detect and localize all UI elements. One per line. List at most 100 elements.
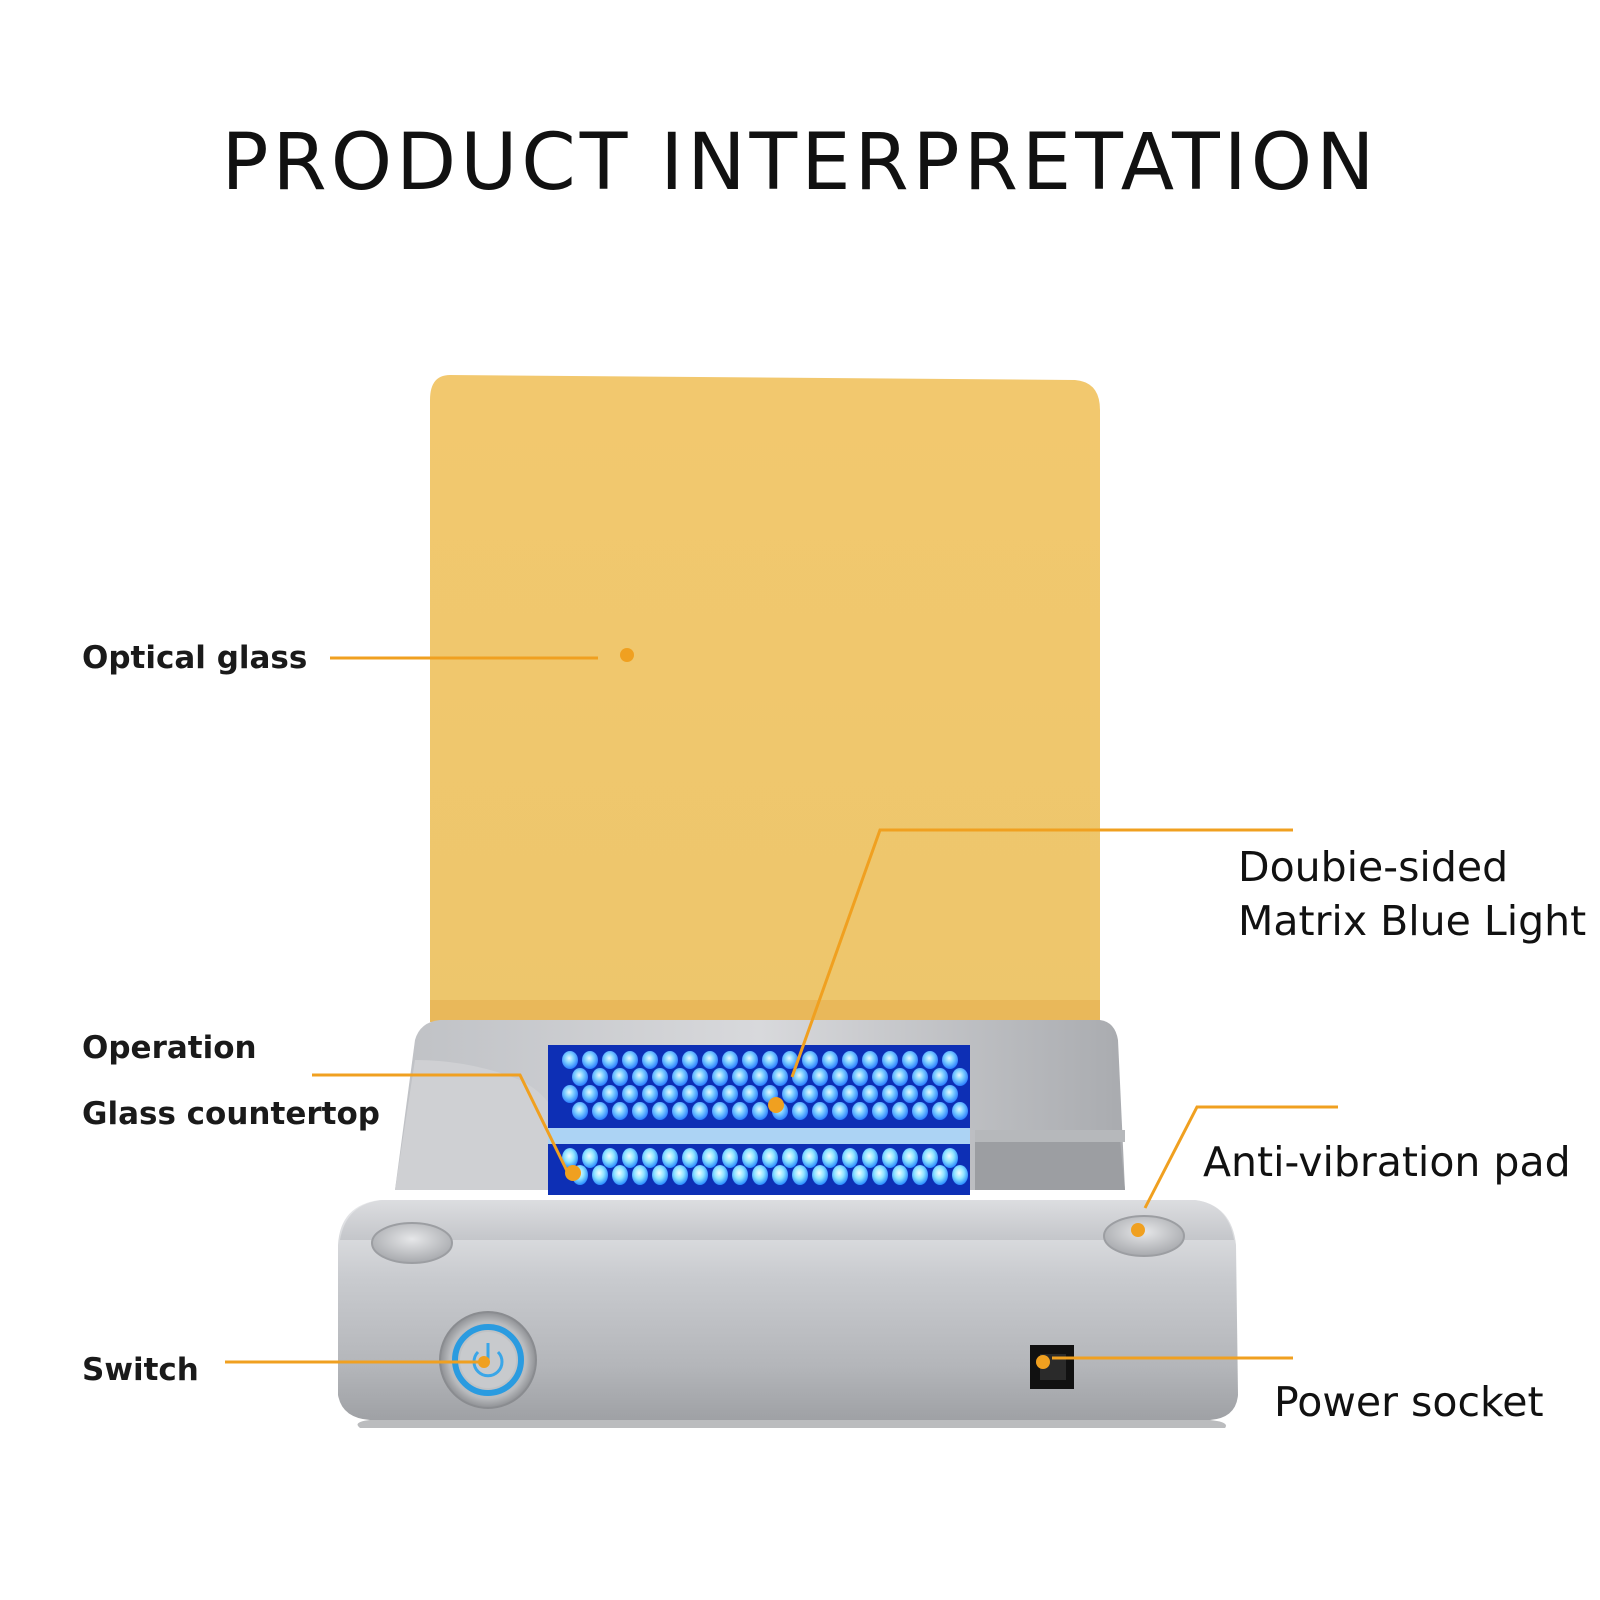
page-title: PRODUCT INTERPRETATION bbox=[221, 118, 1379, 208]
callout-dot-power-socket bbox=[1036, 1355, 1050, 1369]
led-bulb bbox=[722, 1085, 738, 1103]
led-bulb bbox=[662, 1085, 678, 1103]
led-bulb bbox=[882, 1051, 898, 1069]
led-bulb bbox=[562, 1085, 578, 1103]
label-glass-countertop: Glass countertop bbox=[82, 1096, 380, 1132]
label-anti-vibration-pad: Anti-vibration pad bbox=[1203, 1138, 1571, 1186]
led-bulb bbox=[832, 1102, 848, 1120]
led-bulb bbox=[652, 1068, 668, 1086]
right-tray-lip bbox=[975, 1130, 1125, 1142]
led-bulb bbox=[832, 1068, 848, 1086]
led-bulb bbox=[862, 1148, 878, 1168]
anti-vibration-pad-right bbox=[1103, 1215, 1185, 1257]
led-bulb bbox=[912, 1102, 928, 1120]
led-bulb bbox=[932, 1102, 948, 1120]
led-bulb bbox=[742, 1051, 758, 1069]
led-bulb bbox=[672, 1102, 688, 1120]
callout-dots bbox=[478, 648, 1145, 1369]
right-inner-wall bbox=[975, 1140, 1125, 1190]
led-bulb bbox=[782, 1051, 798, 1069]
led-bulb bbox=[952, 1068, 968, 1086]
led-bulb bbox=[562, 1148, 578, 1168]
led-bulb bbox=[702, 1085, 718, 1103]
led-bulb bbox=[602, 1051, 618, 1069]
led-bulb bbox=[732, 1068, 748, 1086]
led-bulb bbox=[672, 1165, 688, 1185]
left-inner-wall bbox=[395, 1060, 560, 1190]
led-bulb bbox=[612, 1165, 628, 1185]
led-bulb bbox=[772, 1165, 788, 1185]
led-bulb bbox=[762, 1051, 778, 1069]
led-bulb bbox=[942, 1051, 958, 1069]
led-bulb bbox=[802, 1085, 818, 1103]
led-bulb bbox=[742, 1148, 758, 1168]
led-bulb bbox=[882, 1148, 898, 1168]
base-top-surface bbox=[340, 1200, 1234, 1240]
led-bulb bbox=[582, 1051, 598, 1069]
led-bulb bbox=[592, 1068, 608, 1086]
led-bulb bbox=[862, 1085, 878, 1103]
led-bulb bbox=[562, 1051, 578, 1069]
led-bulb bbox=[722, 1148, 738, 1168]
led-bulb bbox=[582, 1148, 598, 1168]
led-bulb bbox=[852, 1165, 868, 1185]
led-bulb bbox=[812, 1068, 828, 1086]
led-bulb bbox=[632, 1102, 648, 1120]
callout-dot-glass-countertop bbox=[565, 1165, 581, 1181]
led-bulb bbox=[602, 1148, 618, 1168]
led-bulb bbox=[752, 1102, 768, 1120]
led-bulb bbox=[802, 1148, 818, 1168]
led-bulb bbox=[652, 1102, 668, 1120]
callout-dot-optical-glass bbox=[620, 648, 634, 662]
led-bulb bbox=[742, 1085, 758, 1103]
led-bulb bbox=[812, 1165, 828, 1185]
base-body bbox=[338, 1200, 1238, 1420]
led-bulb bbox=[852, 1068, 868, 1086]
base-shadow bbox=[357, 1420, 1226, 1428]
led-bulb bbox=[842, 1051, 858, 1069]
label-operation: Operation bbox=[82, 1030, 257, 1066]
led-bulb bbox=[662, 1051, 678, 1069]
led-bulb bbox=[592, 1102, 608, 1120]
led-bulb bbox=[912, 1165, 928, 1185]
led-bulb bbox=[612, 1102, 628, 1120]
callout-line-anti-vibration bbox=[1143, 1105, 1338, 1209]
label-switch: Switch bbox=[82, 1352, 199, 1388]
led-bulb bbox=[692, 1102, 708, 1120]
led-bulb bbox=[632, 1165, 648, 1185]
led-bulb bbox=[922, 1051, 938, 1069]
led-bulb bbox=[722, 1051, 738, 1069]
led-bulb bbox=[952, 1165, 968, 1185]
led-bulb bbox=[772, 1068, 788, 1086]
led-matrix-upper bbox=[562, 1051, 968, 1120]
led-bulb bbox=[852, 1102, 868, 1120]
led-bulb bbox=[642, 1148, 658, 1168]
led-matrix-lower bbox=[562, 1148, 968, 1185]
led-bulb bbox=[632, 1068, 648, 1086]
led-bulb bbox=[792, 1165, 808, 1185]
callout-dot-double-sided bbox=[768, 1097, 784, 1113]
power-icon bbox=[472, 1350, 504, 1378]
led-bulb bbox=[882, 1085, 898, 1103]
led-bulb bbox=[692, 1165, 708, 1185]
callout-line-double-sided bbox=[790, 828, 1293, 1078]
led-bulb bbox=[862, 1051, 878, 1069]
led-bulb bbox=[872, 1068, 888, 1086]
led-bulb bbox=[822, 1085, 838, 1103]
led-bulb bbox=[662, 1148, 678, 1168]
led-bulb bbox=[702, 1051, 718, 1069]
led-bulb bbox=[822, 1148, 838, 1168]
led-bulb bbox=[902, 1085, 918, 1103]
led-bulb bbox=[602, 1085, 618, 1103]
led-bulb bbox=[572, 1102, 588, 1120]
led-bulb bbox=[642, 1051, 658, 1069]
led-bulb bbox=[612, 1068, 628, 1086]
led-bulb bbox=[782, 1085, 798, 1103]
optical-glass-panel bbox=[430, 375, 1100, 1020]
led-bulb bbox=[932, 1165, 948, 1185]
anti-vibration-pad-left bbox=[371, 1222, 453, 1264]
callout-dot-anti-vibration bbox=[1131, 1223, 1145, 1237]
led-bulb bbox=[902, 1051, 918, 1069]
led-bulb bbox=[892, 1102, 908, 1120]
